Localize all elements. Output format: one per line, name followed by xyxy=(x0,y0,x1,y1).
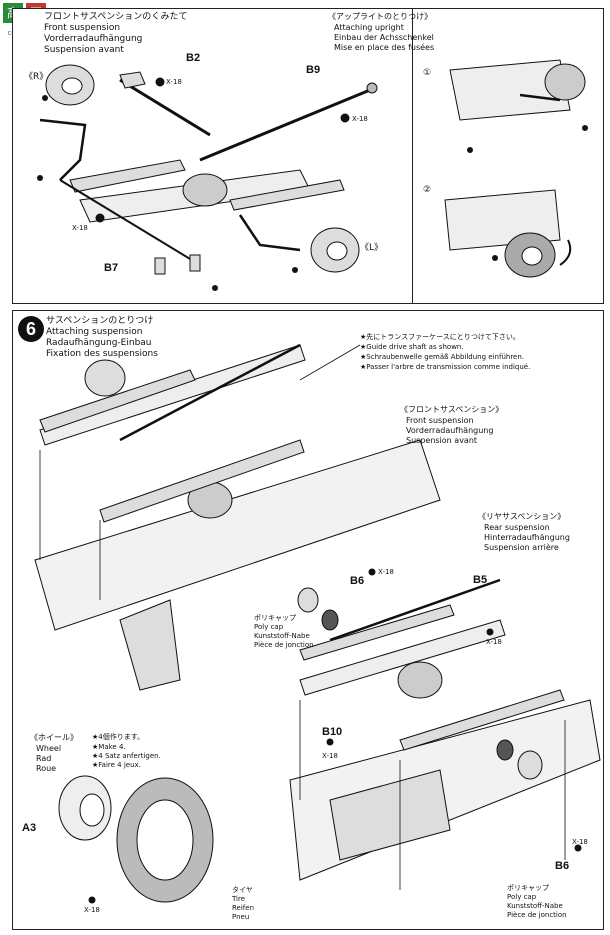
step5-title-fr: Suspension avant xyxy=(44,45,124,55)
step6-title-de: Radaufhängung-Einbau xyxy=(46,338,152,348)
make4-jp: ★4個作ります。 xyxy=(92,733,145,741)
upright-title-en: Attaching upright xyxy=(334,23,404,32)
polycap1-fr: Pièce de jonction xyxy=(254,641,314,649)
wheel-de: Rad xyxy=(36,754,52,763)
screw-x18-b6: X-18 xyxy=(378,568,394,576)
screw-x18-2: X-18 xyxy=(352,115,368,123)
polycap2-de: Kunststoff-Nabe xyxy=(507,902,563,910)
upright-title-de: Einbau der Achsschenkel xyxy=(334,33,434,42)
part-b6-rear: B6 xyxy=(555,860,570,872)
sub-step-1: ① xyxy=(423,68,432,78)
front-susp-en: Front suspension xyxy=(406,416,474,425)
wheel-en: Wheel xyxy=(36,744,62,753)
make4-en: ★Make 4. xyxy=(92,743,126,751)
wheel-jp: 《ホイール》 xyxy=(30,733,78,742)
front-susp-jp: 《フロントサスペンション》 xyxy=(400,405,504,414)
polycap1-de: Kunststoff-Nabe xyxy=(254,632,310,640)
part-b6-front: B6 xyxy=(350,575,365,587)
step5-title-en: Front suspension xyxy=(44,23,121,33)
polycap2-fr: Pièce de jonction xyxy=(507,911,567,919)
screw-x18-b10: X-18 xyxy=(322,752,338,760)
step5-title-de: Vorderradaufhängung xyxy=(44,34,143,44)
polycap2-en: Poly cap xyxy=(507,893,537,901)
tire-en: Tire xyxy=(232,895,246,903)
tire-de: Reifen xyxy=(232,904,255,912)
screw-x18-wheel: X-18 xyxy=(84,906,100,914)
part-b7: B7 xyxy=(104,262,119,274)
polycap1-en: Poly cap xyxy=(254,623,284,631)
rear-susp-fr: Suspension arrière xyxy=(484,543,559,552)
polycap2-jp: ポリキャップ xyxy=(507,884,549,892)
step5-title-jp: フロントサスペンションのくみたて xyxy=(44,12,188,22)
rear-susp-de: Hinterradaufhängung xyxy=(484,533,570,542)
tire-jp: タイヤ xyxy=(232,886,253,894)
part-b5: B5 xyxy=(473,574,488,586)
step6-title-jp: サスペンションのとりつけ xyxy=(46,316,154,326)
note-de: ★Schraubenwelle gemäß Abbildung einführe… xyxy=(360,353,525,361)
part-b10: B10 xyxy=(322,726,343,738)
screw-x18-1: X-18 xyxy=(166,78,182,86)
rear-susp-jp: 《リヤサスペンション》 xyxy=(478,512,566,521)
step6-title-fr: Fixation des suspensions xyxy=(46,349,158,359)
rear-susp-en: Rear suspension xyxy=(484,523,550,532)
tire-fr: Pneu xyxy=(232,913,250,921)
note-jp: ★先にトランスファーケースにとりつけて下さい。 xyxy=(360,333,520,341)
wheel-fr: Roue xyxy=(36,764,57,773)
side-r-label: 《R》 xyxy=(24,72,49,82)
upright-title-fr: Mise en place des fusées xyxy=(334,43,435,52)
part-a3: A3 xyxy=(22,822,37,834)
step6-title-en: Attaching suspension xyxy=(46,327,143,337)
screw-x18-b6-rear: X-18 xyxy=(572,838,588,846)
note-en: ★Guide drive shaft as shown. xyxy=(360,343,464,351)
part-b2: B2 xyxy=(186,52,201,64)
screw-x18-3: X-18 xyxy=(72,224,88,232)
upright-title-jp: 《アップライトのとりつけ》 xyxy=(328,12,433,21)
make4-de: ★4 Satz anfertigen. xyxy=(92,752,161,760)
front-susp-de: Vorderradaufhängung xyxy=(406,426,494,435)
screw-x18-b5: X-18 xyxy=(486,638,502,646)
note-fr: ★Passer l'arbre de transmission comme in… xyxy=(360,363,531,371)
make4-fr: ★Faire 4 jeux. xyxy=(92,761,141,769)
front-susp-fr: Suspension avant xyxy=(406,436,478,445)
step6-number: 6 xyxy=(18,316,44,342)
sub-step-2: ② xyxy=(423,185,432,195)
polycap1-jp: ポリキャップ xyxy=(254,614,296,622)
side-l-label: 《L》 xyxy=(360,243,384,253)
part-b9: B9 xyxy=(306,64,321,76)
